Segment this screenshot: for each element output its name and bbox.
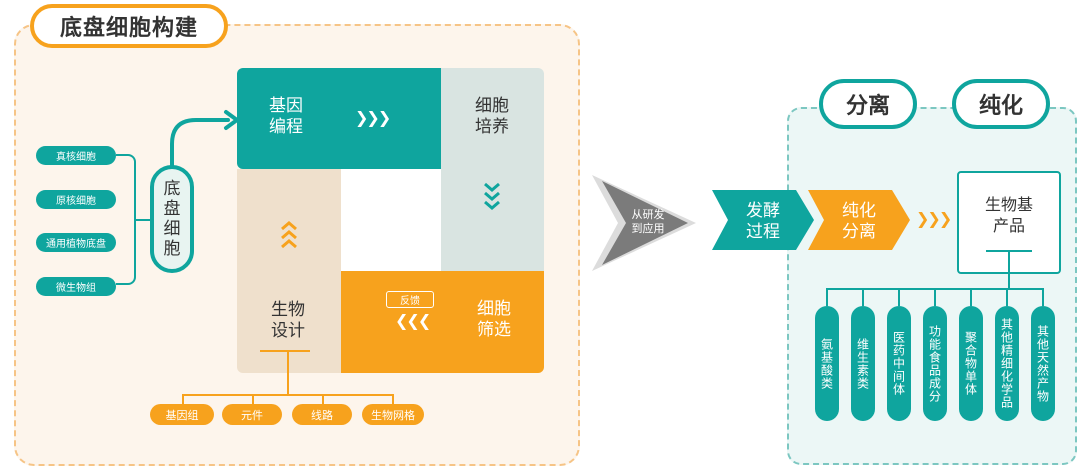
rd-to-application-arrow-icon — [592, 175, 696, 271]
product-drop — [934, 288, 936, 306]
part-circuit: 线路 — [292, 404, 352, 425]
parts-drop — [322, 394, 324, 404]
product-polymer-monomers: 聚合物单体 — [959, 306, 983, 421]
product-connector — [1008, 252, 1010, 288]
parts-drop — [392, 394, 394, 404]
fermentation-text: 发酵 过程 — [733, 201, 793, 244]
product-vitamins: 维生素类 — [851, 306, 875, 421]
product-drop — [970, 288, 972, 306]
purify-separate-label-1: 纯化 — [842, 201, 876, 221]
part-bio-grid: 生物网格 — [362, 404, 424, 425]
product-drop — [1042, 288, 1044, 306]
product-amino-acids: 氨基酸类 — [815, 306, 839, 421]
part-genome: 基因组 — [150, 404, 214, 425]
bio-design-label-1: 生物 — [271, 300, 305, 320]
chassis-cell-capsule: 底盘细胞 — [150, 165, 194, 273]
chevrons-down-icon — [484, 182, 500, 210]
cell-type-microbiome: 微生物组 — [36, 277, 116, 296]
chevrons-left-icon: ❮❮❮ — [395, 311, 431, 330]
chassis-construction-title: 底盘细胞构建 — [30, 4, 228, 48]
bio-based-product-label-2: 产品 — [992, 215, 1025, 235]
part-element: 元件 — [222, 404, 282, 425]
parts-drop — [182, 394, 184, 404]
bio-based-product-label-1: 生物基 — [984, 194, 1033, 214]
product-underline — [986, 250, 1032, 252]
product-drop — [826, 288, 828, 306]
parts-connector-bar — [182, 394, 394, 396]
chassis-cell-label: 底盘细胞 — [163, 178, 181, 260]
separation-title: 分离 — [819, 79, 917, 129]
cell-screening-label-1: 细胞 — [477, 299, 511, 319]
design-connector — [287, 352, 289, 396]
purify-separate-text: 纯化 分离 — [829, 201, 889, 244]
cell-type-bracket — [116, 154, 136, 285]
chevrons-right-orange-icon: ❯❯❯ — [916, 209, 952, 228]
bio-design-label-2: 设计 — [271, 321, 305, 342]
product-drop — [1006, 288, 1008, 306]
purify-separate-label-2: 分离 — [842, 222, 876, 243]
design-underline — [260, 350, 310, 352]
cell-culture-label-2: 培养 — [475, 117, 509, 138]
chevrons-right-icon: ❯❯❯ — [355, 108, 391, 127]
gene-programming-block: 基因 编程 ❯❯❯ — [237, 68, 447, 169]
cell-screening-block: ❮❮❮ 细胞 筛选 — [341, 271, 544, 373]
bio-design-block: 生物 设计 — [237, 169, 341, 373]
product-drop — [862, 288, 864, 306]
purify-separate-arrow — [808, 190, 910, 250]
gene-programming-label-2: 编程 — [269, 117, 303, 138]
fermentation-label-2: 过程 — [746, 222, 780, 243]
gene-programming-label-1: 基因 — [269, 96, 303, 116]
cell-culture-block: 细胞 培养 — [441, 68, 544, 274]
product-drop — [898, 288, 900, 306]
purification-title: 纯化 — [952, 79, 1050, 129]
fermentation-label-1: 发酵 — [746, 201, 780, 221]
product-natural-products: 其他天然产物 — [1031, 306, 1055, 421]
cell-type-plant-chassis: 通用植物底盘 — [36, 233, 116, 252]
cell-screening-label-2: 筛选 — [477, 320, 511, 341]
product-fine-chemicals: 其他精细化学品 — [995, 306, 1019, 421]
cell-type-eukaryotic: 真核细胞 — [36, 146, 116, 165]
rd-to-application-text: 从研发 到应用 — [620, 208, 676, 237]
chevrons-up-icon — [281, 221, 297, 249]
rd-to-application-label-1: 从研发 — [631, 208, 665, 221]
parts-drop — [252, 394, 254, 404]
product-pharma-intermediates: 医药中间体 — [887, 306, 911, 421]
cycle-center — [341, 169, 441, 271]
rd-to-application-label-2: 到应用 — [631, 222, 665, 236]
cell-type-connector — [136, 219, 150, 221]
chassis-to-gene-arrow — [170, 110, 239, 168]
product-functional-food: 功能食品成分 — [923, 306, 947, 421]
feedback-tag: 反馈 — [386, 291, 434, 308]
fermentation-arrow — [712, 190, 814, 250]
cell-type-prokaryotic: 原核细胞 — [36, 190, 116, 209]
cell-culture-label-1: 细胞 — [475, 96, 509, 116]
